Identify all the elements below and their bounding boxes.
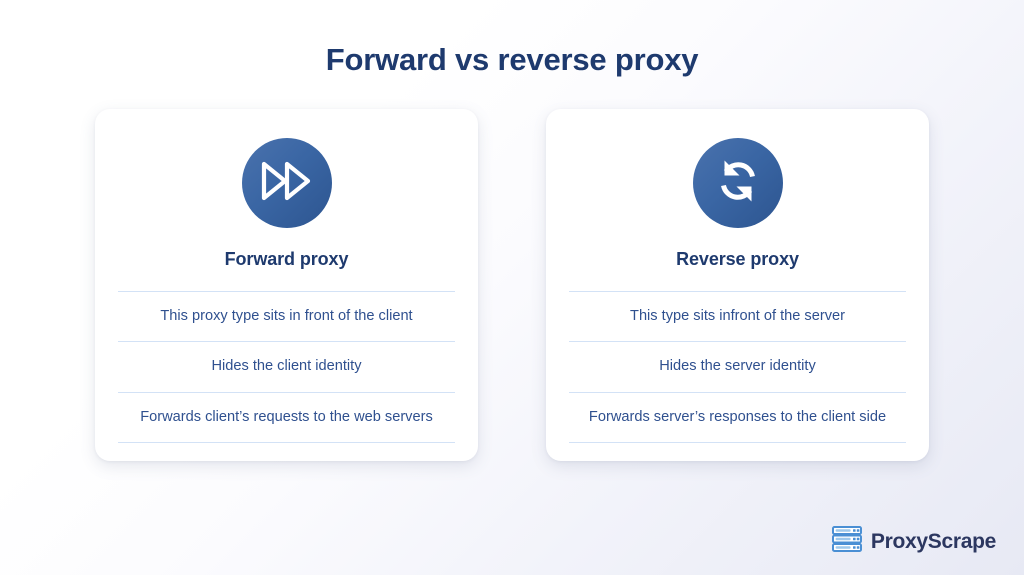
feature-row: This proxy type sits in front of the cli…: [118, 291, 455, 341]
card-title-reverse-proxy: Reverse proxy: [676, 249, 799, 269]
feature-row: Hides the server identity: [569, 341, 906, 391]
page-title: Forward vs reverse proxy: [325, 42, 699, 77]
comparison-cards-row: Forward proxy This proxy type sits in fr…: [0, 109, 1024, 461]
feature-row: Hides the client identity: [118, 341, 455, 391]
brand-name: ProxyScrape: [870, 529, 996, 553]
fast-forward-icon: [260, 159, 314, 208]
card-forward-proxy: Forward proxy This proxy type sits in fr…: [95, 109, 478, 461]
brand-logo: ProxyScrape: [831, 526, 996, 557]
reverse-proxy-icon-circle: [692, 138, 783, 228]
server-rack-icon: [831, 526, 862, 557]
feature-list-forward-proxy: This proxy type sits in front of the cli…: [118, 291, 455, 443]
feature-row: Forwards client’s requests to the web se…: [118, 391, 455, 443]
feature-row: This type sits infront of the server: [569, 291, 906, 341]
feature-list-reverse-proxy: This type sits infront of the server Hid…: [569, 291, 906, 443]
refresh-sync-arrows-icon: [710, 155, 766, 212]
card-title-forward-proxy: Forward proxy: [224, 249, 349, 269]
forward-proxy-icon-circle: [241, 138, 332, 228]
card-reverse-proxy: Reverse proxy This type sits infront of …: [546, 109, 929, 461]
feature-row: Forwards server’s responses to the clien…: [569, 391, 906, 443]
